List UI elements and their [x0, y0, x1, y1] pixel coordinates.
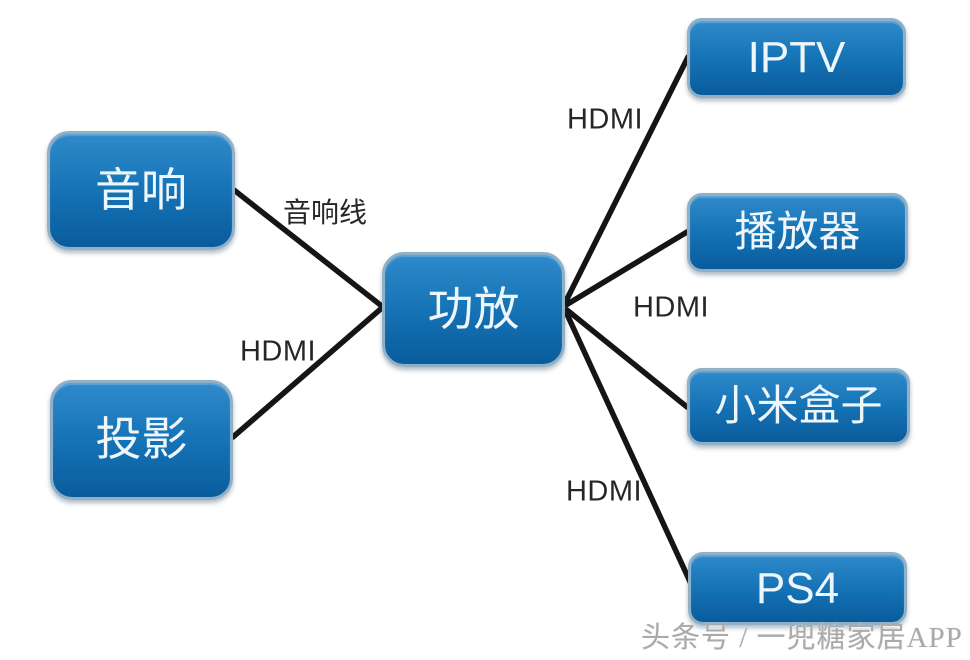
- node-projector: 投影: [50, 380, 233, 500]
- edge-label-hdmi-ps4: HDMI: [565, 475, 643, 508]
- edge-speaker-amplifier: [231, 187, 386, 310]
- edge-amplifier-player: [563, 229, 690, 308]
- edge-label-speaker-cable: 音响线: [282, 198, 368, 229]
- edge-label-hdmi-iptv: HDMI: [566, 103, 644, 136]
- node-ps4: PS4: [688, 552, 907, 625]
- edge-projector-amplifier: [230, 304, 386, 440]
- watermark: 头条号 / 一兜糖家居APP: [641, 622, 963, 654]
- node-speaker: 音响: [47, 131, 235, 250]
- edge-amplifier-mibox: [564, 307, 690, 410]
- node-amplifier: 功放: [382, 252, 565, 367]
- node-iptv: IPTV: [687, 18, 906, 98]
- edge-label-hdmi-player: HDMI: [632, 291, 710, 324]
- edge-amplifier-iptv: [563, 54, 691, 304]
- edge-label-hdmi-projector: HDMI: [239, 335, 317, 368]
- node-mibox: 小米盒子: [687, 368, 910, 445]
- edge-amplifier-ps4: [563, 309, 695, 589]
- node-player: 播放器: [687, 193, 908, 272]
